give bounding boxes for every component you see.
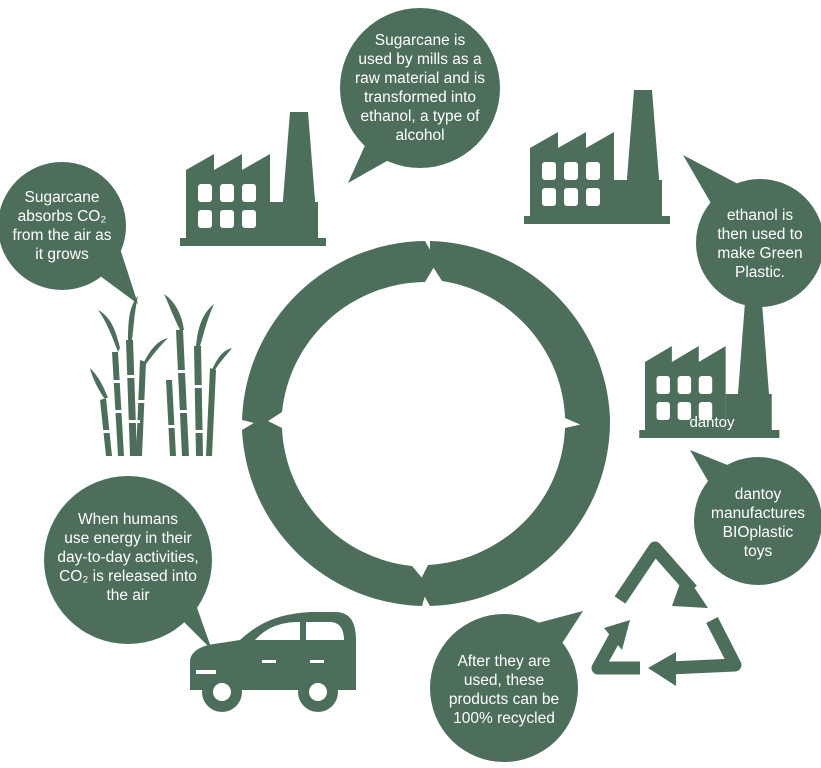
speech-bubble-manufacture (690, 450, 821, 585)
speech-bubble-release (44, 476, 212, 650)
step-manufacture-text: dantoy manufactures BIOplastic toys (711, 486, 805, 560)
factory-label: dantoy (689, 414, 735, 431)
recycle-arrowheads (604, 572, 708, 686)
speech-bubble-recycle (430, 611, 583, 762)
car-icon (190, 612, 356, 712)
step-plastic-text: ethanol is then used to make Green Plast… (717, 207, 803, 281)
step-mills-text: Sugarcane is used by mills as a raw mate… (354, 32, 486, 144)
speech-bubble-plastic (683, 155, 821, 307)
step-absorb-text: Sugarcane absorbs CO₂ from the air as it… (12, 189, 112, 263)
sugarcane-icon (90, 294, 232, 456)
recycle-icon (591, 541, 742, 675)
factory-icon-plastic (524, 90, 670, 224)
factory-icon-mill (180, 112, 326, 246)
speech-bubble-mills (340, 8, 500, 183)
step-release-text: When humans use energy in their day-to-d… (57, 511, 199, 604)
speech-bubble-absorb (0, 162, 138, 304)
step-recycle-text: After they are used, these products can … (448, 653, 560, 727)
cycle-arrows-icon (242, 241, 611, 606)
